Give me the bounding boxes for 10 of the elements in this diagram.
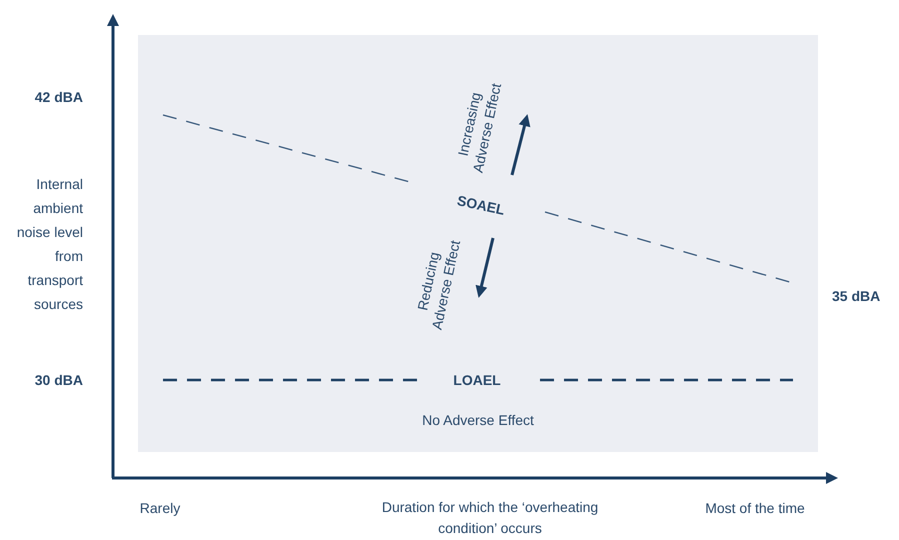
tick-label: 42 dBA bbox=[34, 88, 83, 106]
region-label: No Adverse Effect bbox=[421, 411, 535, 429]
axis-tick-label: Most of the time bbox=[704, 499, 806, 517]
axis-title: Duration for which the ‘overheating condition’ occurs bbox=[380, 498, 600, 538]
threshold-label: SOAEL bbox=[454, 191, 508, 220]
tick-label: 30 dBA bbox=[34, 371, 83, 389]
threshold-label: LOAEL bbox=[452, 371, 502, 389]
axis-title: Internal ambient noise level from transport sources bbox=[16, 175, 83, 314]
axis-tick-label: Rarely bbox=[138, 499, 182, 517]
tick-label: 35 dBA bbox=[832, 287, 882, 305]
